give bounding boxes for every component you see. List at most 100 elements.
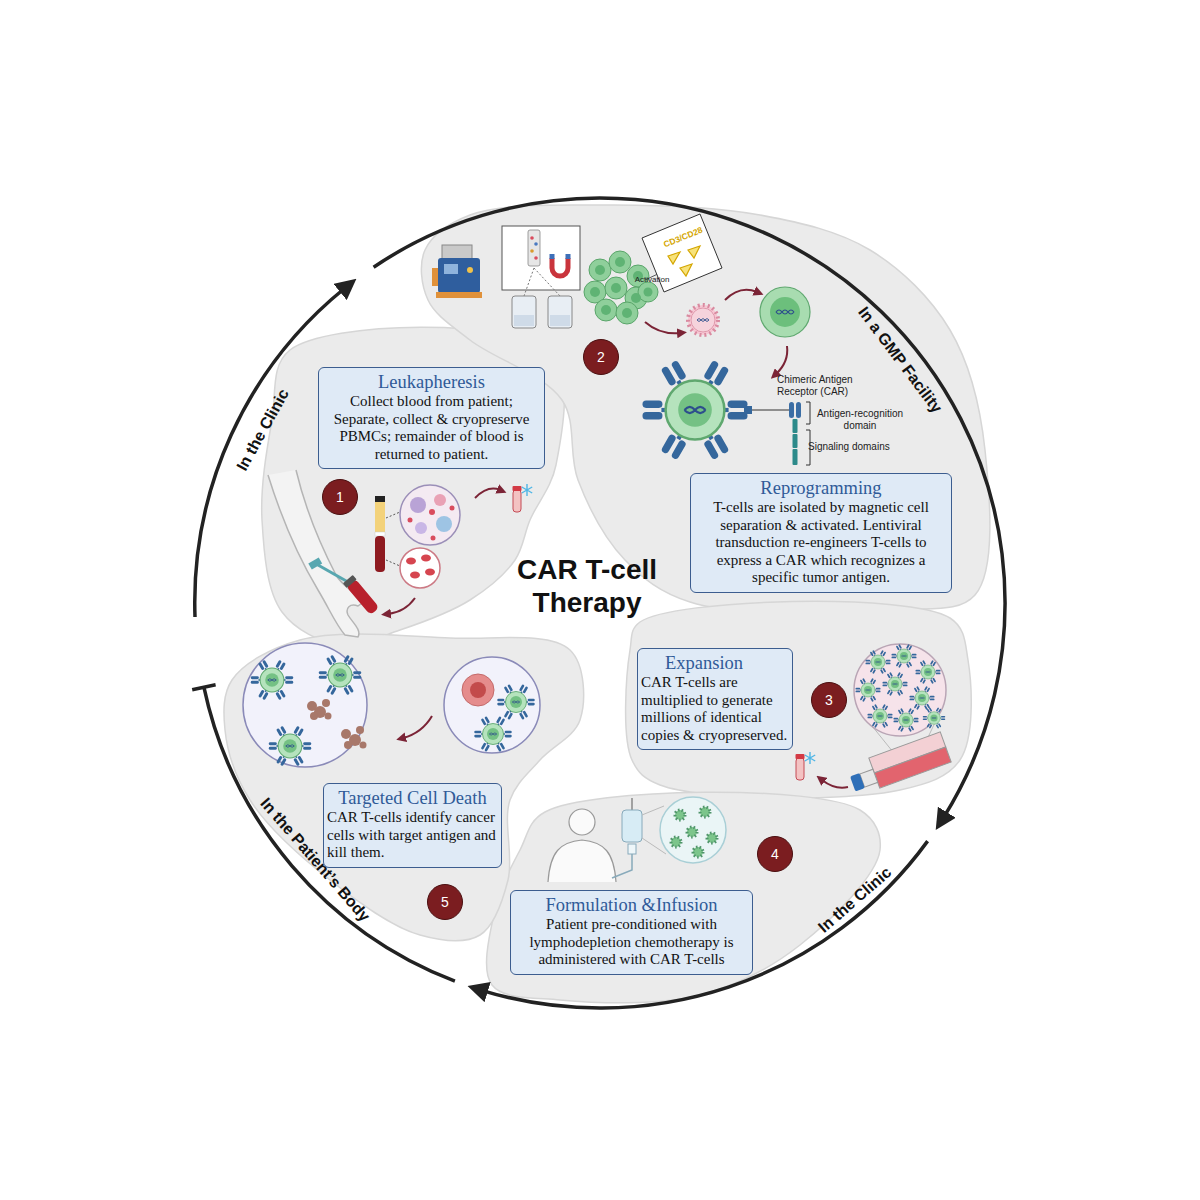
step-heading: Targeted Cell Death xyxy=(327,787,498,809)
infusion-art xyxy=(675,810,685,820)
cell-death-art xyxy=(470,682,486,698)
cell-death-art xyxy=(243,643,367,767)
part-label: Activation xyxy=(635,275,670,284)
leukapheresis-art xyxy=(375,496,385,502)
reprogramming-art xyxy=(467,267,473,273)
leukapheresis-art xyxy=(436,516,452,532)
expansion-art xyxy=(892,644,917,668)
leukapheresis-art xyxy=(406,558,416,565)
expansion-art xyxy=(856,678,881,702)
infusion-art xyxy=(569,809,595,835)
cycle-arrows xyxy=(192,198,1005,1008)
region-blob xyxy=(262,327,565,645)
reprogramming-art xyxy=(436,292,482,298)
callout-number: 1 xyxy=(322,479,358,515)
leukapheresis-art xyxy=(375,502,385,532)
callout-text: 2 xyxy=(597,349,605,365)
leukapheresis-art xyxy=(425,569,435,576)
reprogramming-art xyxy=(595,265,605,275)
cell-death-art xyxy=(462,674,494,706)
reprogramming-art xyxy=(776,310,794,314)
step-description: Collect blood from patient; Separate, co… xyxy=(322,393,541,463)
leukapheresis-art xyxy=(386,560,400,566)
reprogramming-art xyxy=(688,246,700,258)
cell-death-art xyxy=(403,716,432,738)
leukapheresis-art xyxy=(421,555,431,562)
expansion-art xyxy=(822,780,848,788)
leukapheresis-art xyxy=(400,548,440,588)
region-blob xyxy=(626,601,972,798)
reprogramming-art xyxy=(528,230,540,266)
expansion-art xyxy=(916,660,941,684)
reprogramming-art xyxy=(793,434,798,448)
cell-death-art xyxy=(325,713,332,720)
leukapheresis-art xyxy=(410,572,420,579)
reprogramming-art xyxy=(744,406,752,414)
cell-death-art xyxy=(497,684,535,720)
reprogramming-art xyxy=(605,277,627,299)
reprogramming-art xyxy=(548,296,572,328)
expansion-art xyxy=(796,752,816,780)
leukapheresis-art xyxy=(415,522,427,534)
leukapheresis-art xyxy=(400,485,460,545)
reprogramming-art xyxy=(691,308,715,332)
step-heading: Expansion xyxy=(641,652,789,674)
reprogramming-art xyxy=(432,268,438,286)
reprogramming-art xyxy=(644,288,653,297)
expansion-art xyxy=(866,650,891,674)
callout-number: 2 xyxy=(583,339,619,375)
step-description: Patient pre-conditioned with lymphodeple… xyxy=(514,916,749,969)
reprogramming-art xyxy=(502,226,580,290)
reprogramming-art xyxy=(534,256,538,260)
cell-death-art xyxy=(319,655,362,696)
expansion-art xyxy=(868,704,893,728)
cell-death-art xyxy=(344,741,352,749)
cycle-arrows xyxy=(374,198,1005,818)
reprogramming-art xyxy=(770,297,800,327)
reprogramming-art xyxy=(595,299,617,321)
reprogramming-art xyxy=(645,322,680,333)
reprogramming-art xyxy=(524,268,534,296)
step-box: ExpansionCAR T-cells are multiplied to g… xyxy=(637,648,793,750)
reprogramming-art xyxy=(776,346,787,374)
expansion-art xyxy=(883,672,908,696)
infusion-art xyxy=(628,844,636,854)
part-label: Chimeric Antigen Receptor (CAR) xyxy=(777,374,867,398)
reprogramming-art xyxy=(552,258,568,276)
infusion-art xyxy=(631,798,633,810)
reprogramming-art xyxy=(611,283,621,293)
reprogramming-art xyxy=(534,268,560,296)
diagram-title: CAR T-cell Therapy xyxy=(497,553,677,619)
callout-number: 5 xyxy=(427,884,463,920)
step-heading: Formulation &Infusion xyxy=(514,894,749,916)
reprogramming-art xyxy=(550,315,570,326)
expansion-art xyxy=(910,686,935,710)
infusion-art xyxy=(612,854,632,878)
cell-death-art xyxy=(444,657,540,753)
step-description: T-cells are isolated by magnetic cell se… xyxy=(694,499,948,587)
leukapheresis-art xyxy=(434,494,446,506)
cell-death-art xyxy=(310,712,318,720)
step-description: CAR T-cells identify cancer cells with t… xyxy=(327,809,498,862)
reprogramming-art xyxy=(680,264,692,276)
cell-death-art xyxy=(474,716,512,752)
reprogramming-art xyxy=(514,315,534,326)
infusion-art xyxy=(548,840,616,882)
step-box: ReprogrammingT-cells are isolated by mag… xyxy=(690,473,952,593)
cell-death-art xyxy=(322,699,330,707)
leukapheresis-art xyxy=(388,598,415,614)
infusion-art xyxy=(642,806,664,815)
cell-death-art xyxy=(360,742,367,749)
step-heading: Leukapheresis xyxy=(322,371,541,393)
cell-death-art xyxy=(251,660,294,701)
cell-death-art xyxy=(269,726,312,767)
leukapheresis-art xyxy=(408,518,413,523)
infusion-art xyxy=(671,837,681,847)
reprogramming-art xyxy=(534,242,538,246)
leukapheresis-art xyxy=(375,536,385,572)
reprogramming-art xyxy=(796,402,801,418)
reprogramming-art xyxy=(806,402,810,465)
expansion-art xyxy=(894,708,919,732)
leukapheresis-art xyxy=(268,470,366,637)
